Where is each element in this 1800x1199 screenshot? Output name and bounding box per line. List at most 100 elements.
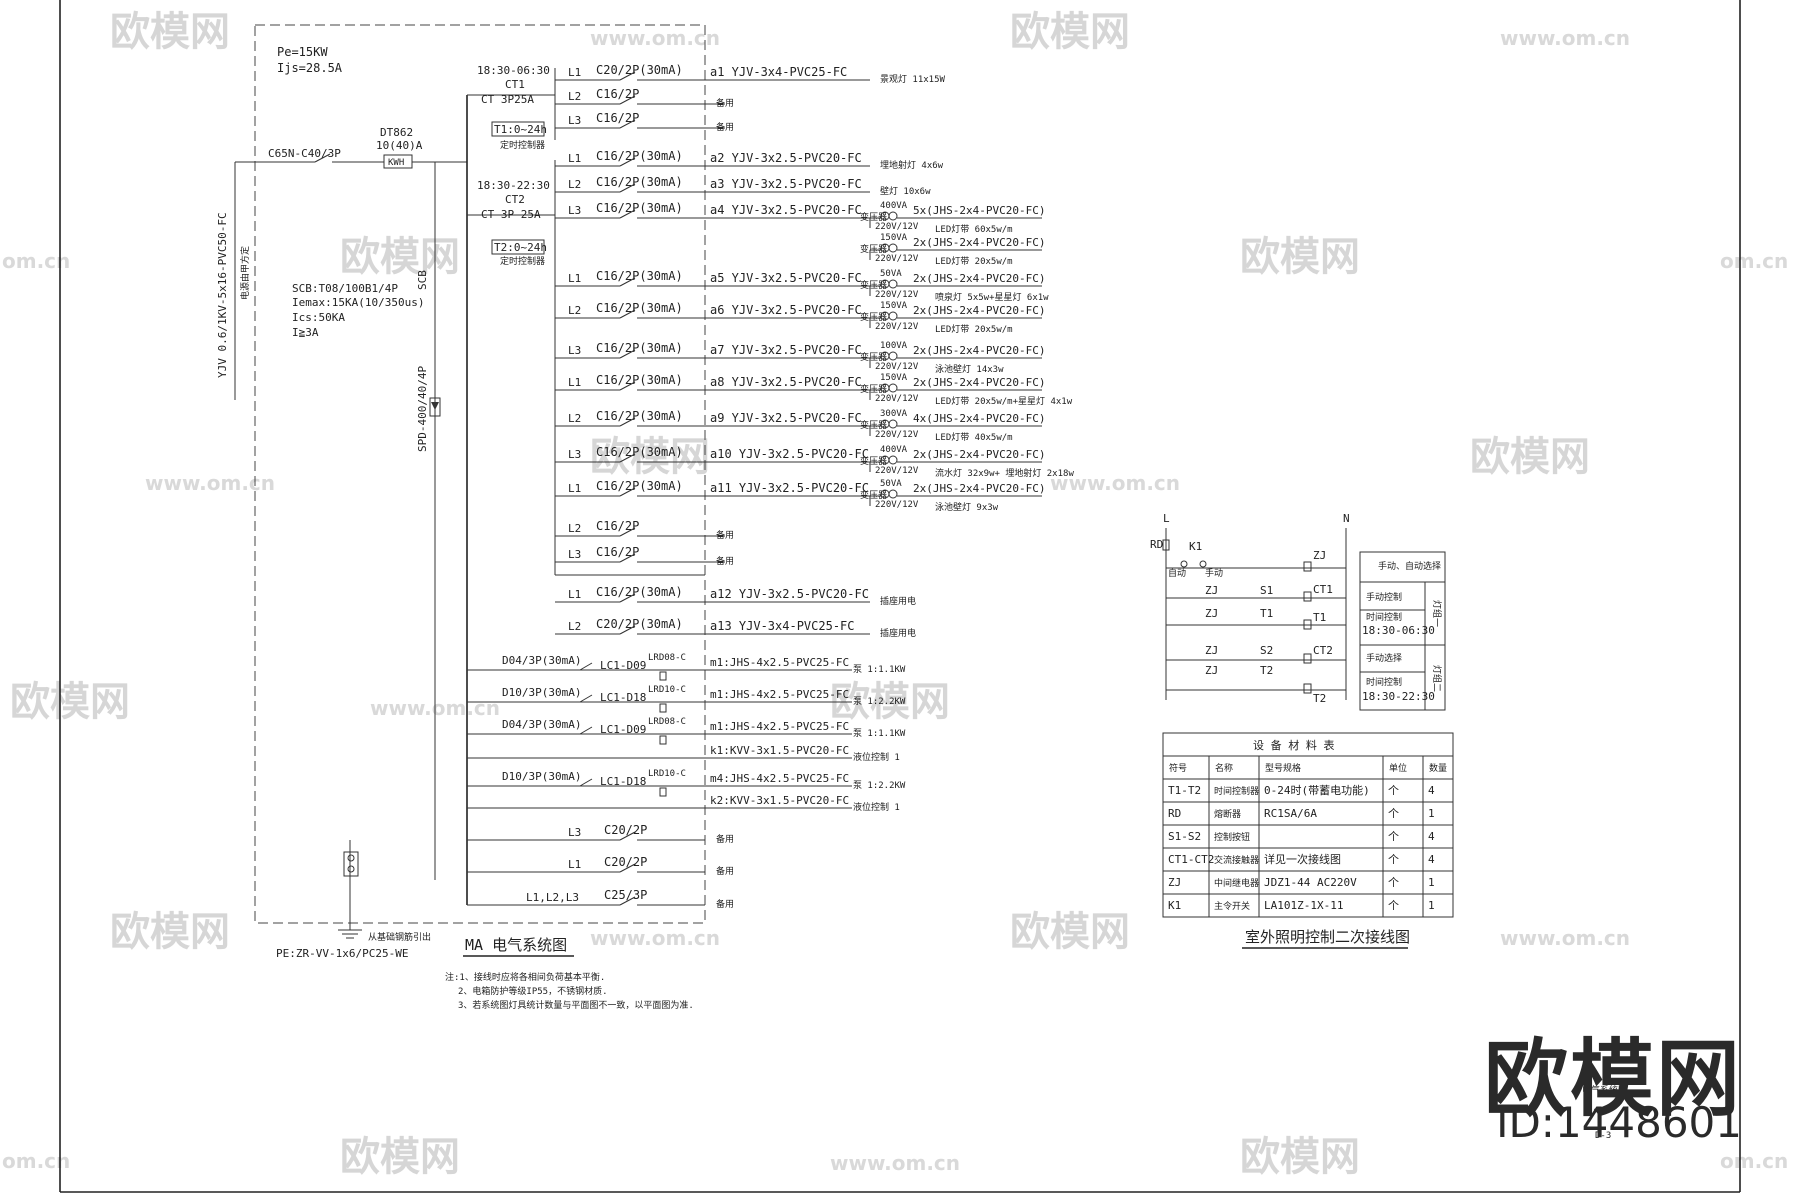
transformer-coil-2: [888, 279, 898, 289]
motor-load: 液位控制 1: [853, 801, 900, 813]
watermark-layer: 欧模网欧模网欧模网欧模网欧模网欧模网欧模网欧模网欧模网欧模网欧模网欧模网www.…: [2, 9, 1788, 1180]
circuit-phase: L1: [568, 66, 581, 79]
circuit-cable: a7 YJV-3x2.5-PVC20-FC: [710, 343, 862, 357]
table-cell: 主令开关: [1214, 900, 1250, 912]
circuit-phase: L1: [568, 152, 581, 165]
motor-load: 泵 1:1.1KW: [853, 728, 906, 739]
motor-circuit: m1:JHS-4x2.5-PVC25-FC: [710, 688, 849, 701]
circuit-phase: L1: [568, 376, 581, 389]
spare-load: 备用: [716, 865, 734, 877]
transformer-coil-2: [888, 311, 898, 321]
spare-breaker: C20/2P: [604, 823, 647, 837]
transformer-voltage: 220V/12V: [875, 394, 919, 404]
table-cell: ZJ: [1168, 876, 1181, 889]
transformer-load: LED灯带 20x5w/m: [935, 324, 1013, 335]
motor-relay: LRD08-C: [648, 717, 686, 727]
transformer-cable: 2x(JHS-2x4-PVC20-FC): [913, 482, 1045, 495]
t1-coil-label: T1: [1313, 611, 1326, 624]
t2-coil: [1303, 683, 1312, 694]
table-cell: 个: [1388, 784, 1399, 797]
transformer-coil-2: [888, 211, 898, 221]
table-cell: JDZ1-44 AC220V: [1264, 876, 1357, 889]
circuit-phase: L2: [568, 304, 581, 317]
spare-load: 备用: [716, 833, 734, 845]
transformer-load: 流水灯 32x9w+ 埋地射灯 2x18w: [935, 467, 1074, 479]
sheet-name: 电气系统图: [1582, 1084, 1627, 1096]
transformer-tag: 变压器: [860, 279, 887, 291]
table-cell: 熔断器: [1214, 808, 1241, 820]
ct2-timer-box: [491, 239, 545, 255]
ct1-timer-label: 定时控制器: [500, 139, 545, 151]
circuit-cable: a5 YJV-3x2.5-PVC20-FC: [710, 271, 862, 285]
motor-circuit: m1:JHS-4x2.5-PVC25-FC: [710, 720, 849, 733]
watermark-url-3: www.om.cn: [1050, 471, 1180, 495]
motor-circuit: k2:KVV-3x1.5-PVC20-FC: [710, 794, 849, 807]
watermark-url-2: www.om.cn: [145, 471, 275, 495]
side-manual-2: 手动选择: [1366, 652, 1402, 664]
transformer-va: 150VA: [880, 233, 908, 243]
transformer-voltage: 220V/12V: [875, 500, 919, 510]
circuit-cable: a10 YJV-3x2.5-PVC20-FC: [710, 447, 869, 461]
side-timer-2: 时间控制: [1366, 676, 1402, 688]
transformer-cable: 2x(JHS-2x4-PVC20-FC): [913, 344, 1045, 357]
spare-breaker-symbol: [619, 896, 636, 906]
motor-contactor: LC1-D09: [600, 659, 646, 672]
circuit-breaker: C16/2P(30mA): [596, 341, 683, 355]
watermark-edge-4: om.cn: [1720, 1149, 1788, 1173]
transformer-cable: 2x(JHS-2x4-PVC20-FC): [913, 304, 1045, 317]
circuit-breaker-symbol: [619, 381, 636, 391]
zj-contact-4: ZJ: [1205, 664, 1218, 677]
transformer-va: 150VA: [880, 301, 908, 311]
circuit-breaker: C16/2P: [596, 87, 639, 101]
transformer-load: LED灯带 20x5w/m: [935, 256, 1013, 267]
scb-line-4: I≧3A: [292, 326, 319, 339]
scb-line-2: Iemax:15KA(10/350us): [292, 296, 424, 309]
transformer-load: LED灯带 40x5w/m: [935, 432, 1013, 443]
circuit-phase: L3: [568, 204, 581, 217]
transformer-tag: 变压器: [860, 489, 887, 501]
motor-relay-symbol: [659, 703, 667, 713]
transformer-va: 150VA: [880, 373, 908, 383]
circuit-cable: a4 YJV-3x2.5-PVC20-FC: [710, 203, 862, 217]
control-rd: RD: [1150, 538, 1163, 551]
motor-load: 泵 1:2.2KW: [853, 780, 906, 791]
motor-contactor: LC1-D18: [600, 775, 646, 788]
s2-label: S2: [1260, 644, 1273, 657]
table-cell: 个: [1388, 830, 1399, 843]
panel-boundary: [254, 24, 706, 924]
motor-relay-symbol: [659, 671, 667, 681]
control-auto: 自动: [1168, 567, 1186, 579]
circuit-load: 备用: [716, 529, 734, 541]
circuit-breaker-symbol: [619, 527, 636, 537]
ijs-label: Ijs=28.5A: [277, 61, 343, 75]
transformer-load: 泳池壁灯 14x3w: [935, 363, 1004, 375]
t2-coil-label: T2: [1313, 692, 1326, 705]
circuit-phase: L1: [568, 272, 581, 285]
circuit-breaker-symbol: [619, 593, 636, 603]
t1-contact: T1: [1260, 607, 1273, 620]
side-group-2: 灯组二: [1431, 665, 1443, 692]
circuit-cable: a8 YJV-3x2.5-PVC20-FC: [710, 375, 862, 389]
incoming-cable-label: YJV 0.6/1KV-5x16-PVC50-FC: [216, 212, 229, 378]
sheet-number: D-3: [1595, 1131, 1611, 1141]
circuit-breaker: C16/2P(30mA): [596, 445, 683, 459]
material-table-title: 设 备 材 料 表: [1253, 738, 1335, 752]
circuit-phase: L2: [568, 412, 581, 425]
watermark-brand-9: 欧模网: [1010, 909, 1130, 955]
pe-label: Pe=15KW: [277, 45, 328, 59]
circuit-breaker-symbol: [619, 625, 636, 635]
circuit-breaker-symbol: [619, 277, 636, 287]
motor-breaker: D10/3P(30mA): [502, 770, 581, 783]
side-manual-1: 手动控制: [1366, 591, 1402, 603]
circuit-breaker-symbol: [619, 157, 636, 167]
k1-contact-2: [1199, 560, 1207, 568]
spare-load: 备用: [716, 898, 734, 910]
control-manual: 手动: [1205, 567, 1223, 579]
fuse-symbol: [1162, 539, 1170, 551]
motor-breaker: D04/3P(30mA): [502, 654, 581, 667]
kwh-meter-label: KWH: [388, 158, 404, 168]
watermark-brand-10: 欧模网: [340, 1134, 460, 1180]
zj-contact-3: ZJ: [1205, 644, 1218, 657]
circuit-cable: a13 YJV-3x4-PVC25-FC: [710, 619, 855, 633]
